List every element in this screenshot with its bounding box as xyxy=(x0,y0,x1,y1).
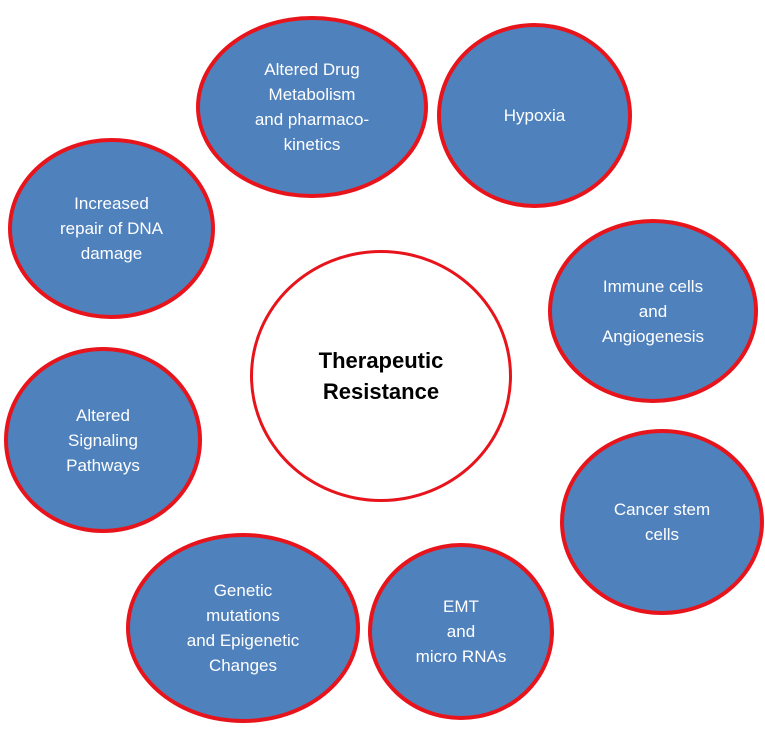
node-emt-micro-rnas: EMT and micro RNAs xyxy=(368,543,554,720)
center-node-therapeutic-resistance: Therapeutic Resistance xyxy=(250,250,512,502)
node-drug-metabolism: Altered Drug Metabolism and pharmaco- ki… xyxy=(196,16,428,198)
node-dna-repair: Increased repair of DNA damage xyxy=(8,138,215,319)
center-node-label: Therapeutic Resistance xyxy=(318,348,444,404)
node-hypoxia: Hypoxia xyxy=(437,23,632,208)
node-signaling-pathways: Altered Signaling Pathways xyxy=(4,347,202,533)
node-dna-repair-label: Increased repair of DNA damage xyxy=(60,194,163,263)
node-immune-angiogenesis-label: Immune cells and Angiogenesis xyxy=(601,276,705,346)
node-genetic-epigenetic: Genetic mutations and Epigenetic Changes xyxy=(126,533,360,723)
node-hypoxia-label: Hypoxia xyxy=(503,106,566,125)
node-genetic-epigenetic-label: Genetic mutations and Epigenetic Changes xyxy=(186,581,300,675)
node-immune-angiogenesis: Immune cells and Angiogenesis xyxy=(548,219,758,403)
node-signaling-pathways-label: Altered Signaling Pathways xyxy=(66,405,140,475)
node-cancer-stem-cells-label: Cancer stem cells xyxy=(613,500,711,544)
node-cancer-stem-cells: Cancer stem cells xyxy=(560,429,764,615)
node-emt-micro-rnas-label: EMT and micro RNAs xyxy=(415,597,507,666)
node-drug-metabolism-label: Altered Drug Metabolism and pharmaco- ki… xyxy=(254,60,370,154)
